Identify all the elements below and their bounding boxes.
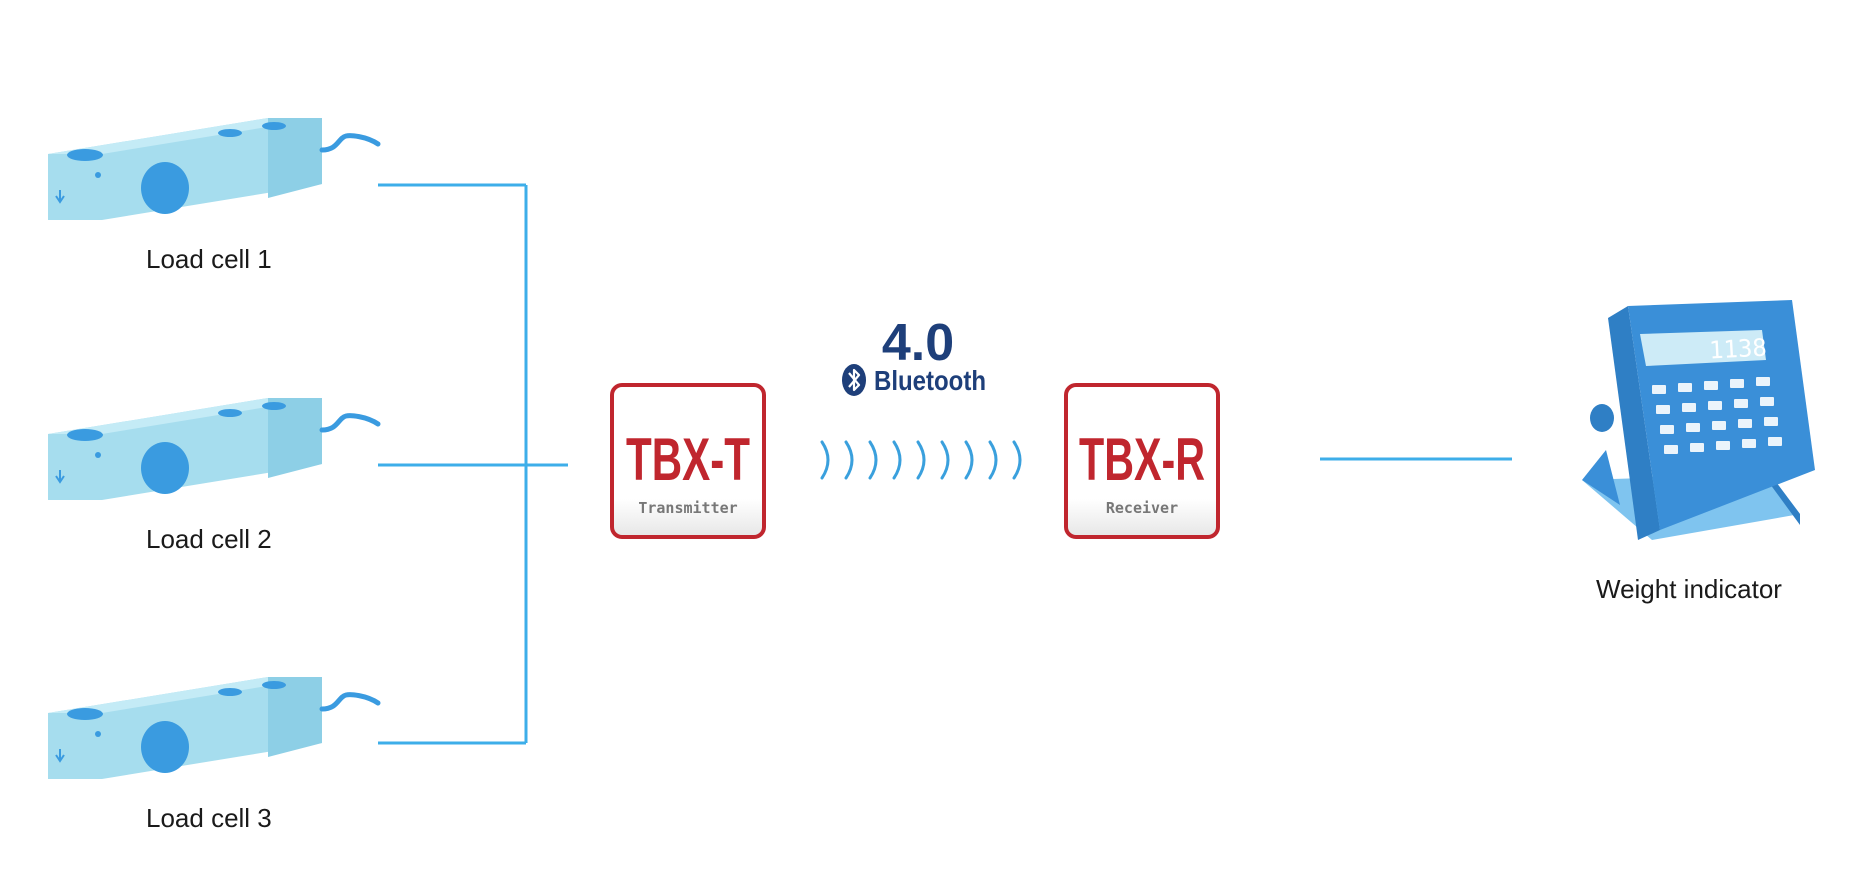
transmitter-title: TBX-T — [626, 426, 750, 493]
bluetooth-label: Bluetooth — [874, 365, 986, 396]
bluetooth-icon — [842, 364, 866, 396]
load-cell-3 — [48, 677, 381, 779]
keypad — [1652, 377, 1782, 454]
load-cell-1 — [48, 118, 381, 220]
bluetooth-version: 4.0 — [882, 314, 954, 372]
load-cell-1-label: Load cell 1 — [146, 244, 272, 274]
indicator-display-value: 1138 — [1708, 334, 1767, 365]
weight-indicator-device: 1138 — [1582, 300, 1815, 540]
connector-lines — [378, 183, 1512, 745]
load-cell-3-label: Load cell 3 — [146, 803, 272, 833]
weight-indicator-label: Weight indicator — [1596, 574, 1782, 604]
receiver-subtitle: Receiver — [1106, 499, 1178, 517]
bluetooth-logo: 4.0 Bluetooth — [842, 314, 986, 396]
transmitter-subtitle: Transmitter — [638, 499, 737, 517]
receiver-title: TBX-R — [1079, 426, 1205, 493]
signal-waves — [820, 440, 1022, 480]
side-knob-icon — [1590, 404, 1614, 432]
load-cell-2 — [48, 398, 381, 500]
receiver-box: TBX-R Receiver — [1064, 383, 1220, 539]
transmitter-box: TBX-T Transmitter — [610, 383, 766, 539]
load-cell-2-label: Load cell 2 — [146, 524, 272, 554]
